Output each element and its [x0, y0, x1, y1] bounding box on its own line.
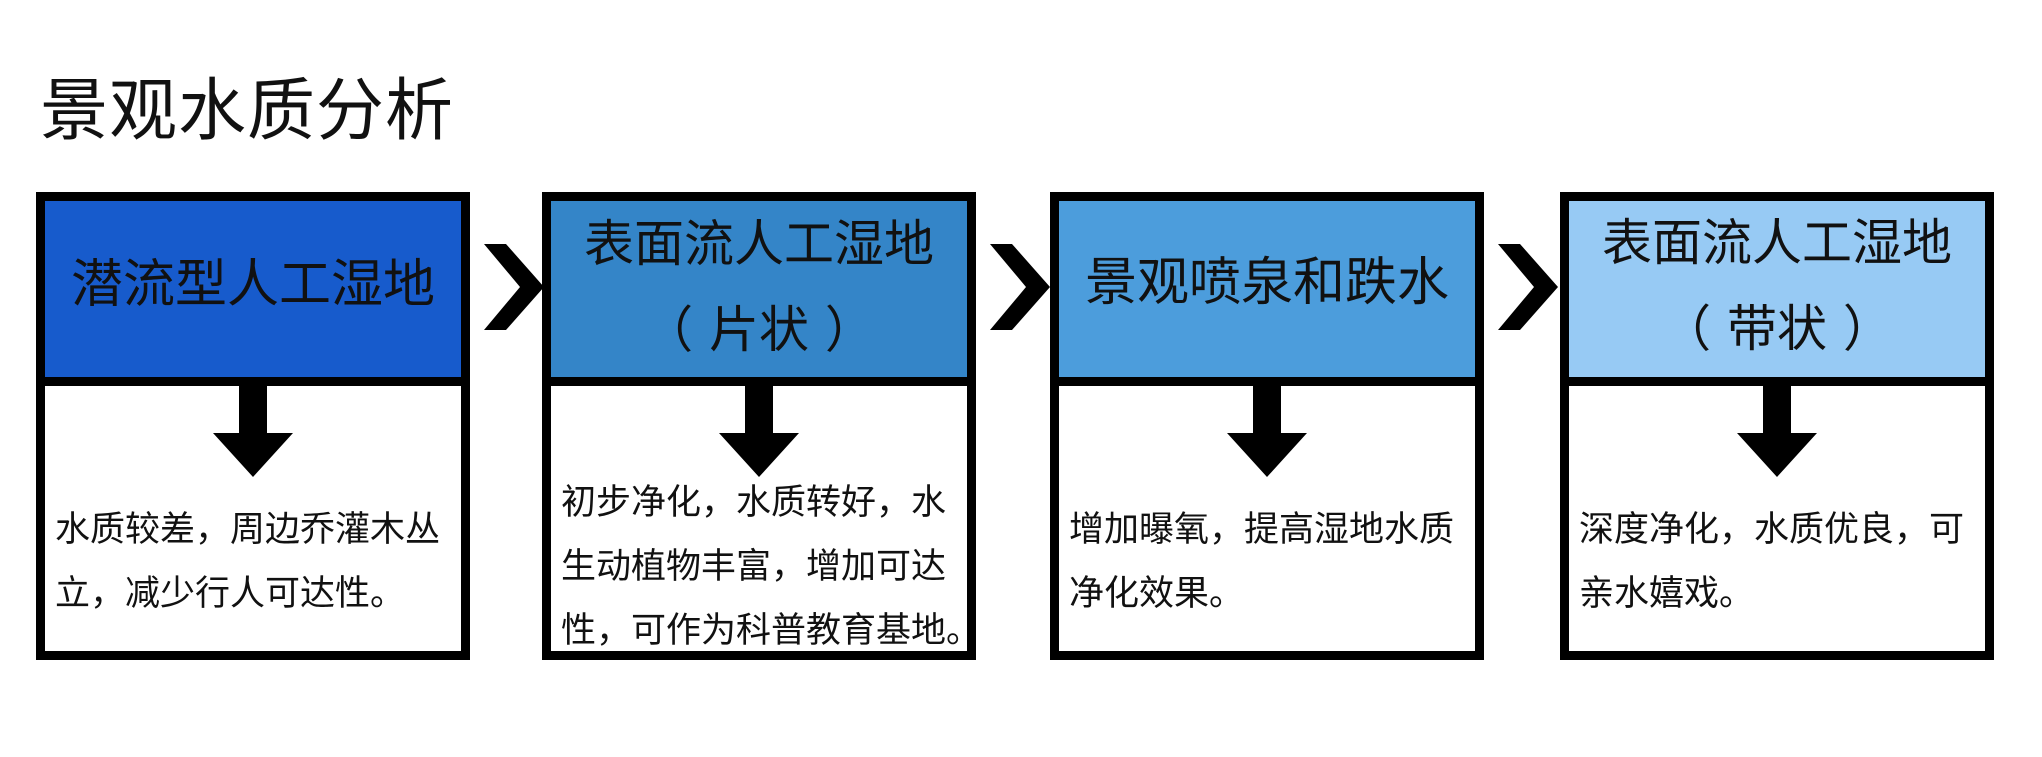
stage-description-3: 增加曝氧，提高湿地水质 净化效果。 [1069, 498, 1471, 626]
stage-card-2: 表面流人工湿地 （ 片状 ） 初步净化，水质转好，水 生动植物丰富，增加可达 性… [542, 192, 982, 663]
stage-description-2: 初步净化，水质转好，水 生动植物丰富，增加可达 性，可作为科普教育基地。 [561, 471, 982, 663]
stage-header-title: 潜流型人工湿地 [70, 255, 435, 315]
chevron-right-icon [1498, 244, 1558, 330]
stage-header-title: 表面流人工湿地 [584, 215, 934, 273]
stage-header-title: 景观喷泉和跌水 [1084, 253, 1449, 313]
arrow-down-icon [1737, 377, 1817, 477]
chevron-right-icon [990, 244, 1050, 330]
stage-description-line: 水质较差，周边乔灌木丛 [55, 510, 441, 550]
stage-header-2: 表面流人工湿地 （ 片状 ） [551, 201, 967, 386]
stage-card-3: 景观喷泉和跌水 增加曝氧，提高湿地水质 净化效果。 [1050, 192, 1484, 660]
arrow-down-icon [719, 377, 799, 477]
stage-description-line: 初步净化，水质转好，水 [561, 483, 947, 523]
arrow-down-icon [213, 377, 293, 477]
stage-description-line: 深度净化，水质优良，可 [1579, 510, 1965, 550]
stage-header-title: 表面流人工湿地 [1602, 214, 1952, 272]
stage-description-line: 生动植物丰富，增加可达 [561, 547, 947, 587]
stage-header-subtitle: （ 带状 ） [1661, 300, 1893, 358]
stage-description-line: 亲水嬉戏。 [1579, 574, 1755, 614]
stage-header-subtitle: （ 片状 ） [643, 301, 875, 359]
arrow-down-icon [1227, 377, 1307, 477]
page-title: 景观水质分析 [40, 72, 455, 151]
stage-description-line: 性，可作为科普教育基地。 [561, 611, 982, 651]
stage-description-1: 水质较差，周边乔灌木丛 立，减少行人可达性。 [55, 498, 457, 626]
stage-header-4: 表面流人工湿地 （ 带状 ） [1569, 201, 1985, 386]
stage-header-3: 景观喷泉和跌水 [1059, 201, 1475, 386]
stage-description-line: 增加曝氧，提高湿地水质 [1069, 510, 1455, 550]
stage-description-4: 深度净化，水质优良，可 亲水嬉戏。 [1579, 498, 1981, 626]
stage-description-line: 立，减少行人可达性。 [55, 574, 406, 614]
stage-header-1: 潜流型人工湿地 [45, 201, 461, 386]
stage-card-1: 潜流型人工湿地 水质较差，周边乔灌木丛 立，减少行人可达性。 [36, 192, 470, 660]
stage-description-line: 净化效果。 [1069, 574, 1245, 614]
stage-card-4: 表面流人工湿地 （ 带状 ） 深度净化，水质优良，可 亲水嬉戏。 [1560, 192, 1994, 660]
chevron-right-icon [484, 244, 544, 330]
